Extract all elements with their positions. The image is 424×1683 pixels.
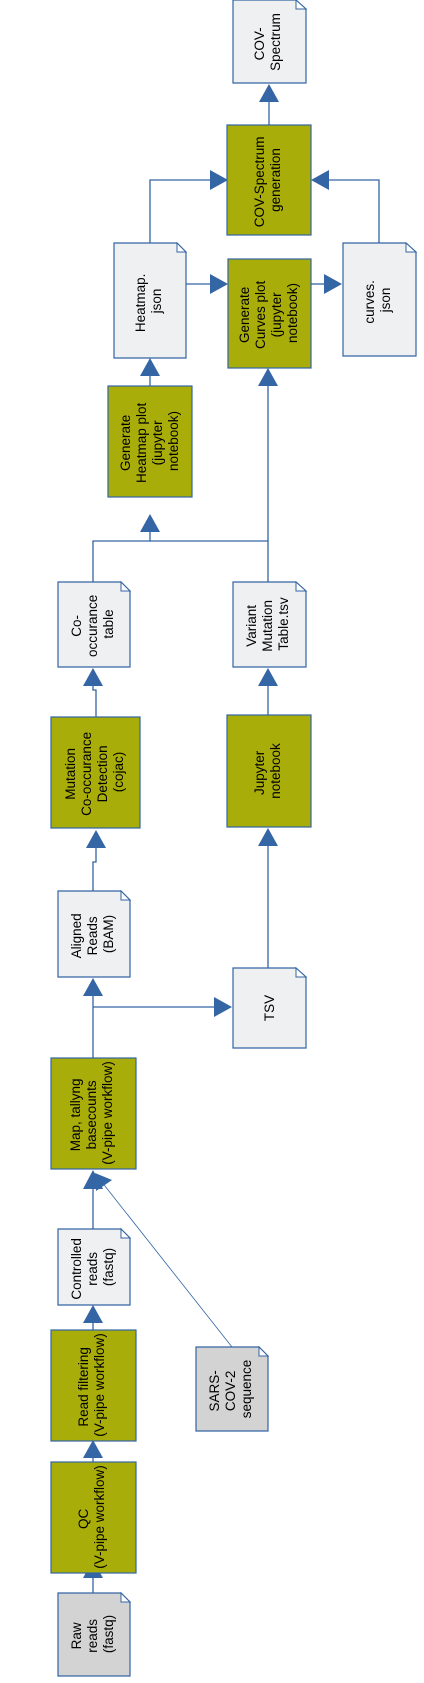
arrow-cooc	[83, 668, 103, 686]
node-label: SARS- COV-2 sequence	[207, 1360, 254, 1419]
node-label: Controlled reads (fastq)	[69, 1234, 116, 1299]
node-label: Generate Curves plot (jupyter notebook)	[237, 277, 300, 349]
arrow-heatmap-plot	[140, 514, 160, 532]
node-qc: QC (V-pipe workflow)	[50, 1461, 137, 1574]
node-label: Variant Mutation Table.tsv	[244, 596, 291, 652]
edge-cjson-covgen	[329, 179, 380, 243]
node-label: Jupyter notebook	[252, 743, 283, 799]
node-raw-reads: Raw reads (fastq)	[57, 1591, 132, 1677]
arrow-cjson	[324, 274, 342, 294]
edge-sars-map	[100, 1180, 233, 1348]
arrow-variant	[258, 668, 278, 686]
node-label: Raw reads (fastq)	[69, 1615, 116, 1653]
node-curves-plot: Generate Curves plot (jupyter notebook)	[227, 258, 312, 369]
arrow-controlled	[83, 1305, 103, 1323]
arrow-sars-map	[95, 1173, 112, 1191]
node-controlled-reads: Controlled reads (fastq)	[57, 1227, 132, 1306]
node-label: QC (V-pipe workflow)	[76, 1465, 107, 1569]
node-covspectrum-generation: COV-Spectrum generation	[226, 124, 312, 236]
node-label: Mutation Co-occurance Detection (cojac)	[63, 728, 126, 816]
node-heatmap-plot: Generate Heatmap plot (jupyter notebook)	[107, 385, 193, 498]
edge-cooc-heatmap	[92, 532, 151, 582]
node-label: Map, tallyng basecounts (V-pipe workflow…	[68, 1061, 115, 1165]
arrow-tsv	[214, 997, 232, 1017]
node-label: curves. json	[362, 276, 393, 323]
node-jupyter: Jupyter notebook	[226, 714, 312, 828]
arrow-aligned	[83, 978, 103, 996]
node-label: Generate Heatmap plot (jupyter notebook)	[118, 399, 181, 483]
node-sars-cov2-sequence: SARS- COV-2 sequence	[195, 1345, 270, 1432]
node-label: TSV	[262, 995, 277, 1021]
node-aligned-reads: Aligned Reads (BAM)	[57, 889, 132, 978]
arrow-hjson-covgen	[210, 170, 228, 190]
node-tsv: TSV	[232, 966, 308, 1049]
arrow-cojac	[86, 830, 106, 848]
node-covspectrum: COV- Spectrum	[232, 0, 308, 84]
node-curves-json: curves. json	[342, 241, 418, 357]
arrow-filter	[83, 1440, 103, 1458]
node-label: COV-Spectrum generation	[252, 133, 283, 228]
node-read-filtering: Read filtering (V-pipe workflow)	[50, 1329, 137, 1442]
node-label: COV- Spectrum	[252, 13, 283, 71]
node-cooc-table: Co- occurance table	[57, 580, 132, 668]
arrow-cov	[259, 84, 279, 102]
arrow-jupyter	[258, 828, 278, 846]
arrow-heatmap-json	[140, 358, 160, 376]
arrow-curves-plot	[258, 368, 278, 386]
node-heatmap-json: Heatmap. json	[113, 241, 188, 359]
edges	[83, 84, 380, 1593]
node-variant-table: Variant Mutation Table.tsv	[232, 580, 308, 668]
arrow-hjson-curves	[210, 274, 228, 294]
node-label: Heatmap. json	[133, 270, 164, 332]
node-cojac: Mutation Co-occurance Detection (cojac)	[50, 716, 141, 829]
node-map-tallying: Map, tallyng basecounts (V-pipe workflow…	[50, 1057, 137, 1170]
node-label: Aligned Reads (BAM)	[69, 910, 116, 959]
edge-aligned-cojac	[92, 848, 97, 891]
edge-hjson-covgen	[149, 179, 210, 243]
node-label: Read filtering (V-pipe workflow)	[76, 1333, 107, 1437]
arrow-cjson-covgen	[311, 170, 329, 190]
node-label: Co- occurance table	[69, 591, 116, 657]
edge-cojac-cooc	[92, 685, 97, 717]
